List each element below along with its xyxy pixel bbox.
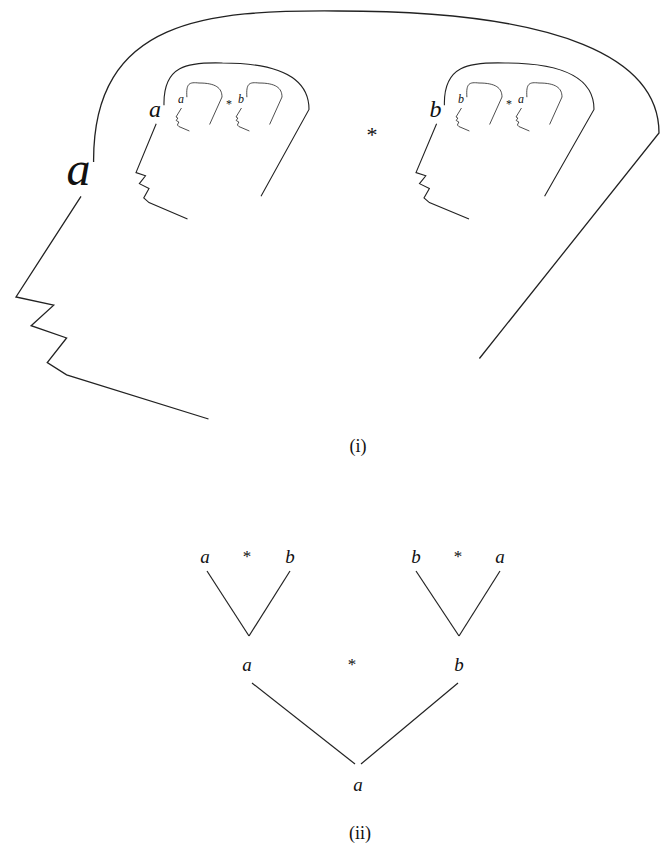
operator-symbol: * xyxy=(226,98,232,110)
head-outline: b xyxy=(235,82,283,132)
term-letter: a xyxy=(495,547,505,566)
head-profile xyxy=(135,62,310,220)
head-letter: a xyxy=(178,93,184,105)
head-outline: a xyxy=(175,82,223,132)
head-line xyxy=(236,83,282,131)
head-line xyxy=(516,83,562,131)
head-letter: b xyxy=(238,93,244,105)
head-line xyxy=(16,11,659,419)
head-profile xyxy=(235,82,283,132)
head-line xyxy=(456,83,502,131)
head-profile xyxy=(175,82,223,132)
tree-branch xyxy=(252,683,355,764)
term-letter: a xyxy=(200,547,210,566)
head-profile xyxy=(15,10,660,420)
term-letter: b xyxy=(285,547,295,566)
head-outline: b xyxy=(455,82,503,132)
tree-branch xyxy=(361,683,458,764)
tree-branches xyxy=(207,571,500,764)
figure-number: (ii) xyxy=(349,824,371,842)
operator-symbol: * xyxy=(348,656,357,673)
term-letter: a xyxy=(353,775,363,794)
head-letter: a xyxy=(149,97,161,121)
head-letter: a xyxy=(67,145,91,193)
tree-branch xyxy=(207,571,249,636)
head-line xyxy=(136,63,309,219)
term-letter: b xyxy=(411,547,421,566)
operator-symbol: * xyxy=(454,548,463,565)
head-profile xyxy=(455,82,503,132)
head-letter: a xyxy=(518,93,524,105)
tree-branch xyxy=(416,571,459,636)
tree-branch xyxy=(249,571,290,636)
head-letter: b xyxy=(458,93,464,105)
head-outline: b b a * xyxy=(415,62,595,220)
operator-symbol: * xyxy=(506,98,512,110)
head-profile xyxy=(415,62,595,220)
head-outline: a a a b * b b a * * xyxy=(15,10,660,420)
head-line xyxy=(416,63,594,219)
head-profile xyxy=(515,82,563,132)
term-letter: b xyxy=(454,655,464,674)
figure-number: (i) xyxy=(350,437,367,455)
head-line xyxy=(176,83,222,131)
head-outline: a a b * xyxy=(135,62,310,220)
tree-branch xyxy=(459,571,500,636)
head-letter: b xyxy=(429,97,441,121)
operator-symbol: * xyxy=(367,124,378,146)
operator-symbol: * xyxy=(243,548,252,565)
term-letter: a xyxy=(242,655,252,674)
head-outline: a xyxy=(515,82,563,132)
